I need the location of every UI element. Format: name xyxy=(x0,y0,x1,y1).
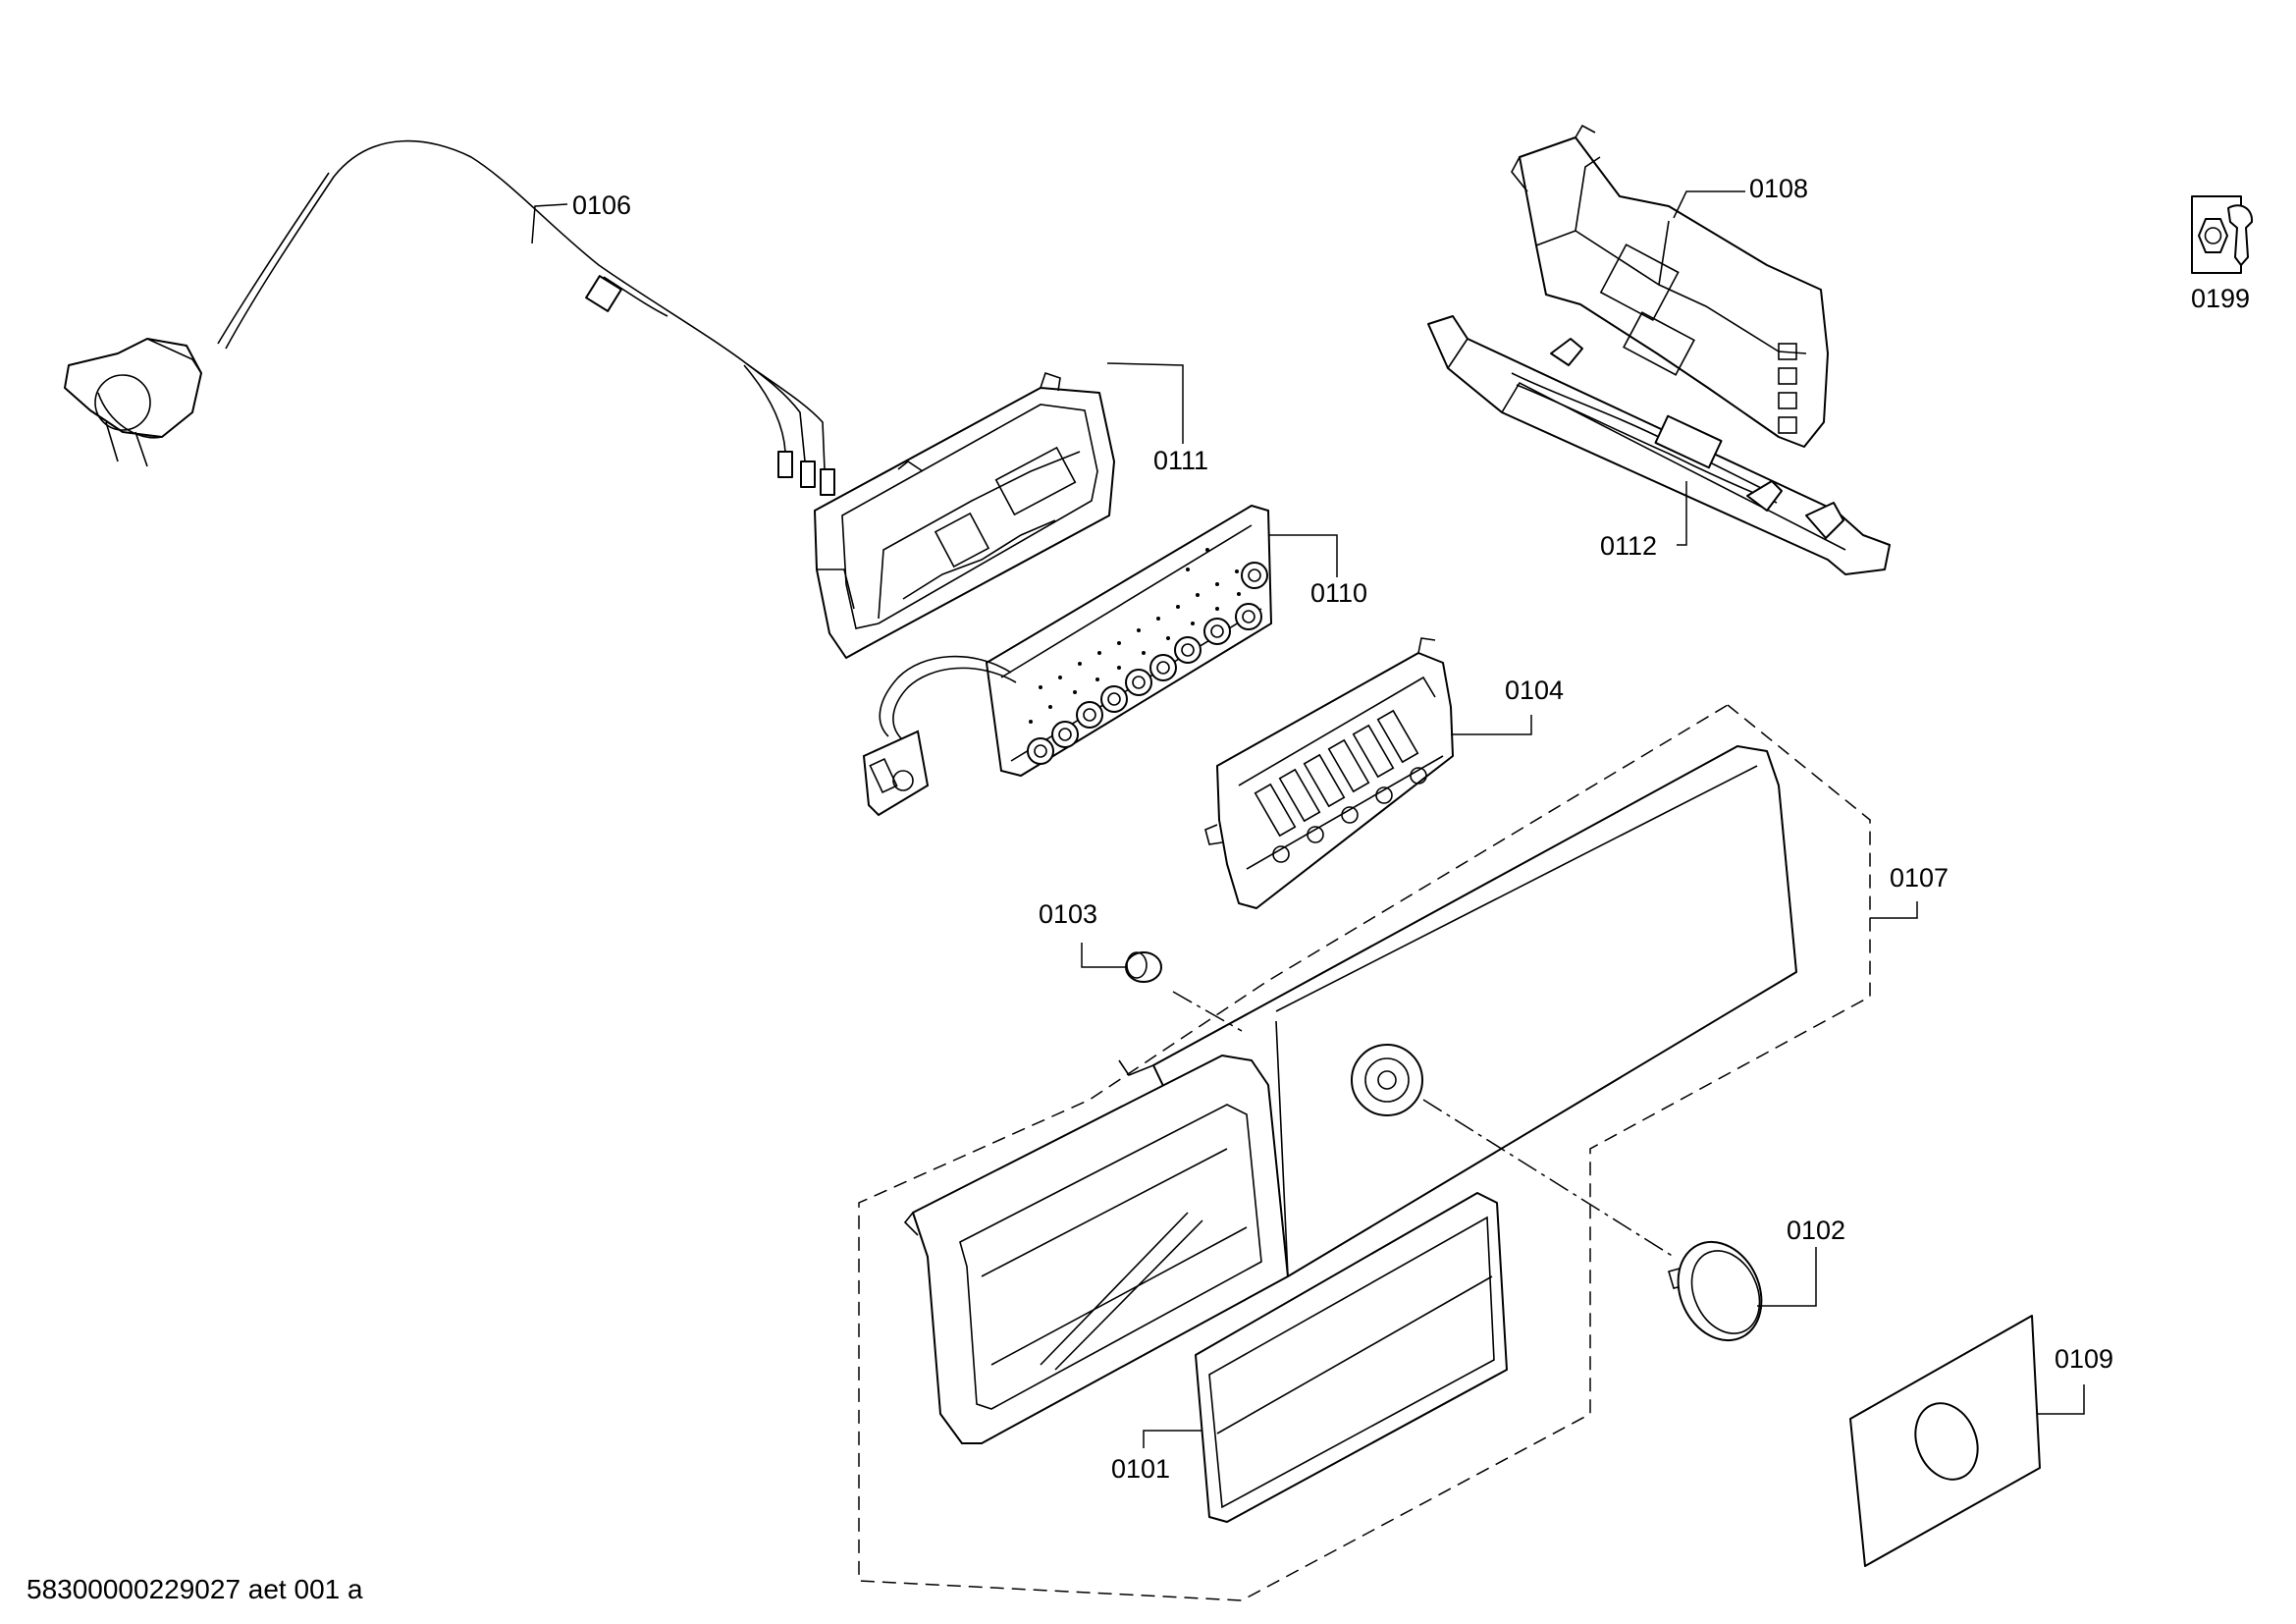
part-label-0111: 0111 xyxy=(1106,362,1208,475)
svg-text:0107: 0107 xyxy=(1890,863,1949,893)
wrench-nut-icon xyxy=(2191,195,2254,274)
part-label-0108: 0108 xyxy=(1673,174,1808,219)
part-label-0112: 0112 xyxy=(1600,481,1687,561)
main-module-part xyxy=(1511,124,1829,448)
drawer-handle-panel-part xyxy=(1195,1192,1508,1523)
drawing-id: 58300000229027 aet 001 a xyxy=(27,1574,363,1604)
display-carrier-part xyxy=(1204,637,1454,909)
control-pcb-part xyxy=(862,504,1273,817)
svg-text:0104: 0104 xyxy=(1505,676,1564,705)
power-cord-part xyxy=(64,139,835,496)
fascia-panel-part xyxy=(858,704,1871,1601)
svg-text:0112: 0112 xyxy=(1600,531,1657,561)
decor-plate-part xyxy=(1849,1315,2041,1567)
part-label-0199: 0199 xyxy=(2191,284,2250,313)
svg-text:0110: 0110 xyxy=(1310,578,1367,608)
control-housing-frame-part xyxy=(814,371,1115,659)
part-label-0106: 0106 xyxy=(531,190,631,244)
part-label-0109: 0109 xyxy=(2037,1344,2113,1415)
button-cap-part xyxy=(1125,951,1243,1032)
svg-text:0111: 0111 xyxy=(1153,446,1208,475)
part-label-0110: 0110 xyxy=(1268,534,1367,608)
svg-text:0108: 0108 xyxy=(1749,174,1808,203)
module-holder-rail-part xyxy=(1427,315,1891,575)
svg-text:0109: 0109 xyxy=(2055,1344,2113,1374)
svg-text:0103: 0103 xyxy=(1039,899,1097,929)
svg-text:0199: 0199 xyxy=(2191,284,2250,313)
part-label-0104: 0104 xyxy=(1451,676,1564,735)
svg-text:0106: 0106 xyxy=(572,190,631,220)
svg-text:0102: 0102 xyxy=(1787,1216,1845,1245)
part-label-0103: 0103 xyxy=(1039,899,1126,968)
part-label-0107: 0107 xyxy=(1870,863,1949,919)
svg-text:0101: 0101 xyxy=(1111,1454,1170,1484)
part-label-0101: 0101 xyxy=(1111,1430,1202,1484)
part-label-0102: 0102 xyxy=(1757,1216,1845,1307)
program-knob-part xyxy=(1422,1099,1763,1342)
